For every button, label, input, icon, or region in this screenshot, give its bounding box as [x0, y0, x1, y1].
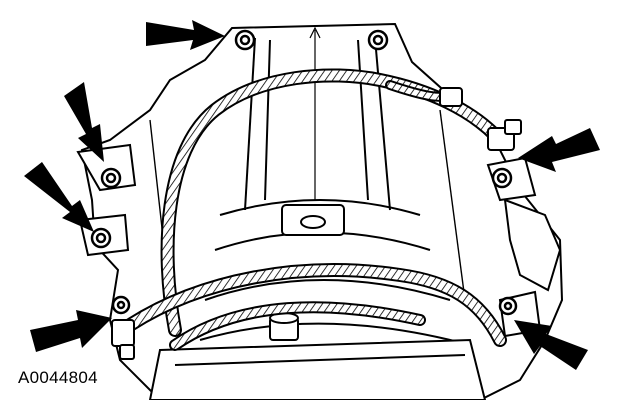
bolt-mid-left: [90, 227, 112, 249]
callout-arrow-top-center: [146, 20, 225, 50]
callout-arrow-lower-right: [514, 320, 588, 370]
bolt-upper-left: [100, 167, 122, 189]
oil-pan: [148, 338, 487, 400]
bolt-lower-left: [111, 295, 131, 315]
bolt-top-right: [367, 29, 389, 51]
bolt-lower-right: [498, 296, 518, 316]
wiring-harness: [123, 68, 507, 351]
callout-arrow-lower-left: [30, 310, 112, 352]
callout-arrow-right-upper: [518, 128, 600, 172]
bolt-top-left: [234, 29, 256, 51]
callout-arrow-upper-left-2: [24, 162, 94, 232]
harness-connectors: [111, 87, 522, 360]
figure-reference-code: A0044804: [18, 368, 98, 387]
bolt-right-upper: [491, 167, 513, 189]
mounting-flanges: [76, 143, 562, 338]
callout-arrow-upper-left-1: [64, 82, 104, 162]
